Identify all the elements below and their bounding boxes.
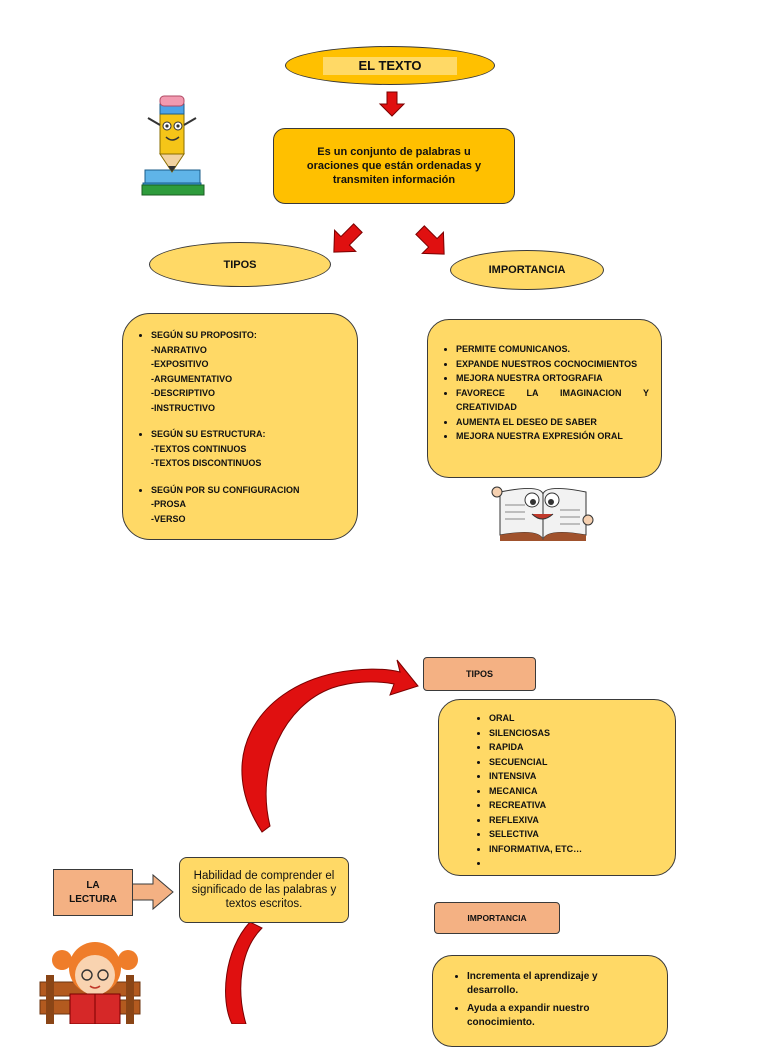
tipos-group-heading: SEGÚN POR SU CONFIGURACION (151, 484, 300, 495)
curved-arrow-to-tipos (241, 659, 419, 833)
curved-arrow-to-importancia (225, 921, 263, 1024)
bottom-definition-text: Habilidad de comprender el significado d… (191, 870, 337, 910)
la-lectura-label: LA LECTURA (69, 879, 117, 905)
bottom-tipos-item (489, 856, 675, 871)
tipos-group: SEGÚN SU ESTRUCTURA: -TEXTOS CONTINUOS -TE… (151, 427, 357, 471)
bottom-importancia-item: Incrementa el aprendizaje y desarrollo. (467, 970, 651, 998)
bottom-importancia-box: Incrementa el aprendizaje y desarrollo. A… (432, 955, 668, 1047)
importancia-item: MEJORA NUESTRA ORTOGRAFIA (456, 371, 649, 386)
importancia-item: PERMITE COMUNICANOS. (456, 342, 649, 357)
arrow-to-importancia (415, 225, 445, 255)
tipos-group-item: -EXPOSITIVO (151, 359, 209, 369)
title-label-box: EL TEXTO (323, 56, 457, 75)
bottom-tipos-item: INTENSIVA (489, 769, 675, 784)
tipos-group-heading: SEGÚN SU PROPOSITO: (151, 330, 257, 340)
down-arrow (378, 91, 406, 117)
importancia-box: PERMITE COMUNICANOS.EXPANDE NUESTROS COC… (427, 319, 662, 478)
tipos-box: SEGÚN SU PROPOSITO: -NARRATIVO -EXPOSITIVO… (122, 313, 358, 540)
bottom-tipos-list: ORALSILENCIOSASRAPIDASECUENCIALINTENSIVA… (439, 711, 675, 871)
tipos-group-item: -INSTRUCTIVO (151, 402, 215, 413)
tipos-list: SEGÚN SU PROPOSITO: -NARRATIVO -EXPOSITIVO… (123, 328, 357, 526)
importancia-list: PERMITE COMUNICANOS.EXPANDE NUESTROS COC… (428, 342, 661, 444)
bottom-importancia-item: Ayuda a expandir nuestro conocimiento. (467, 1002, 651, 1030)
tipos-group-heading: SEGÚN SU ESTRUCTURA: (151, 429, 266, 439)
bottom-tipos-item: SECUENCIAL (489, 755, 675, 770)
bottom-tipos-item: SELECTIVA (489, 827, 675, 842)
tipos-group-item: -PROSA (151, 499, 187, 509)
bottom-tipos-label: TIPOS (465, 669, 493, 679)
title-ellipse: EL TEXTO (285, 46, 495, 85)
bottom-importancia-label: IMPORTANCIA (467, 913, 527, 923)
importancia-item: EXPANDE NUESTROS COCNOCIMIENTOS (456, 357, 649, 372)
bottom-definition-box: Habilidad de comprender el significado d… (179, 857, 349, 923)
tipos-group-item: -DESCRIPTIVO (151, 388, 216, 398)
tipos-group-item: -NARRATIVO (151, 344, 207, 355)
bottom-importancia-header: IMPORTANCIA (434, 902, 560, 934)
bottom-tipos-item: RAPIDA (489, 740, 675, 755)
importancia-item: FAVORECE LA IMAGINACION Y CREATIVIDAD (456, 386, 649, 415)
bottom-importancia-list: Incrementa el aprendizaje y desarrollo. A… (433, 970, 667, 1030)
importancia-item: AUMENTA EL DESEO DE SABER (456, 415, 649, 430)
arrow-to-tipos (333, 223, 363, 253)
bottom-tipos-item: MECANICA (489, 784, 675, 799)
tipos-label: TIPOS (223, 258, 257, 271)
tipos-group: SEGÚN SU PROPOSITO: -NARRATIVO -EXPOSITIVO… (151, 328, 357, 415)
bottom-tipos-item: SILENCIOSAS (489, 726, 675, 741)
importancia-label: IMPORTANCIA (488, 264, 566, 276)
la-lectura-box: LA LECTURA (53, 869, 133, 916)
tipos-ellipse: TIPOS (149, 242, 331, 287)
bottom-tipos-box: ORALSILENCIOSASRAPIDASECUENCIALINTENSIVA… (438, 699, 676, 876)
girl-reading-icon (39, 942, 141, 1024)
bottom-tipos-header: TIPOS (423, 657, 536, 691)
importancia-item: MEJORA NUESTRA EXPRESIÓN ORAL (456, 429, 649, 444)
importancia-ellipse: IMPORTANCIA (450, 250, 604, 290)
bottom-tipos-item: INFORMATIVA, ETC… (489, 842, 675, 857)
tipos-group-item: -TEXTOS DISCONTINUOS (151, 458, 262, 468)
block-arrow-to-definition (130, 873, 174, 911)
tipos-group-item: -ARGUMENTATIVO (151, 373, 233, 384)
arrow-layer (39, 91, 594, 1024)
pencil-books-icon (141, 95, 205, 196)
definition-text: Es un conjunto de palabras u oraciones q… (306, 146, 482, 186)
tipos-group-item: -TEXTOS CONTINUOS (151, 443, 247, 454)
tipos-group-item: -VERSO (151, 513, 186, 524)
open-book-character-icon (491, 486, 594, 541)
bottom-tipos-item: RECREATIVA (489, 798, 675, 813)
definition-box: Es un conjunto de palabras u oraciones q… (273, 128, 515, 204)
tipos-group: SEGÚN POR SU CONFIGURACION -PROSA -VERSO (151, 483, 357, 527)
bottom-tipos-item: REFLEXIVA (489, 813, 675, 828)
title-label: EL TEXTO (358, 58, 422, 73)
bottom-tipos-item: ORAL (489, 711, 675, 726)
